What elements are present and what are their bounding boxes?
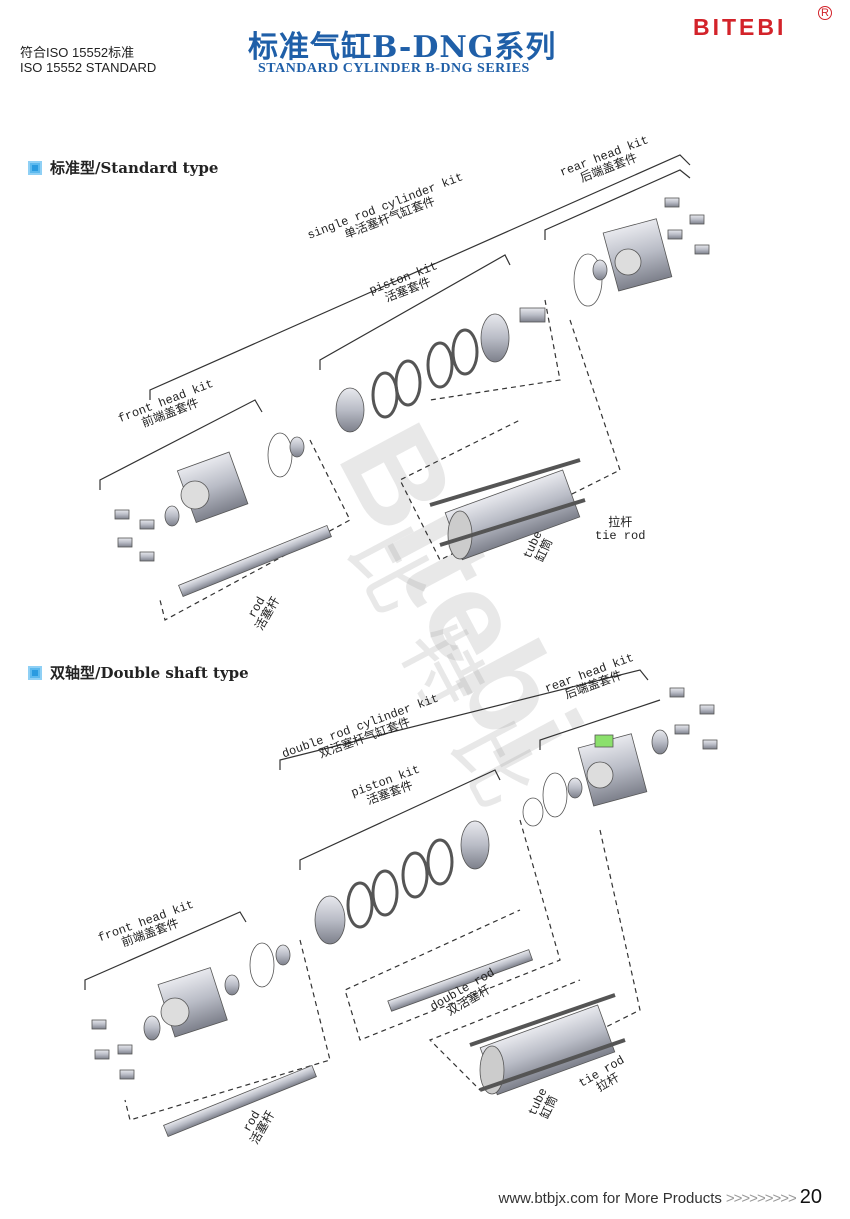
footer: www.btbjx.com for More Products>>>>>>>>>…: [499, 1186, 823, 1209]
section-title: 双轴型/Double shaft type: [50, 664, 249, 682]
section-title: 标准型/Standard type: [50, 159, 219, 177]
brand-logo: BITEBI: [693, 14, 787, 40]
standard-en: ISO 15552 STANDARD: [20, 60, 157, 75]
page-number: 20: [799, 1186, 822, 1208]
bullet-square-icon: [28, 665, 42, 680]
footer-link[interactable]: www.btbjx.com for More Products: [498, 1190, 722, 1207]
page-subtitle: STANDARD CYLINDER B-DNG SERIES: [258, 61, 530, 76]
registered-mark: R: [818, 6, 832, 20]
section-double-shaft-type: 双轴型/Double shaft type: [28, 662, 249, 683]
footer-arrows: >>>>>>>>>: [725, 1190, 797, 1207]
standard-cn: 符合ISO 15552标准: [20, 45, 135, 60]
page-title: 标准气缸B-DNG系列: [248, 30, 557, 65]
parts: [91, 197, 718, 1138]
front-head-part-1: [176, 451, 249, 524]
section-standard-type: 标准型/Standard type: [28, 157, 218, 178]
bullet-square-icon: [28, 160, 42, 175]
